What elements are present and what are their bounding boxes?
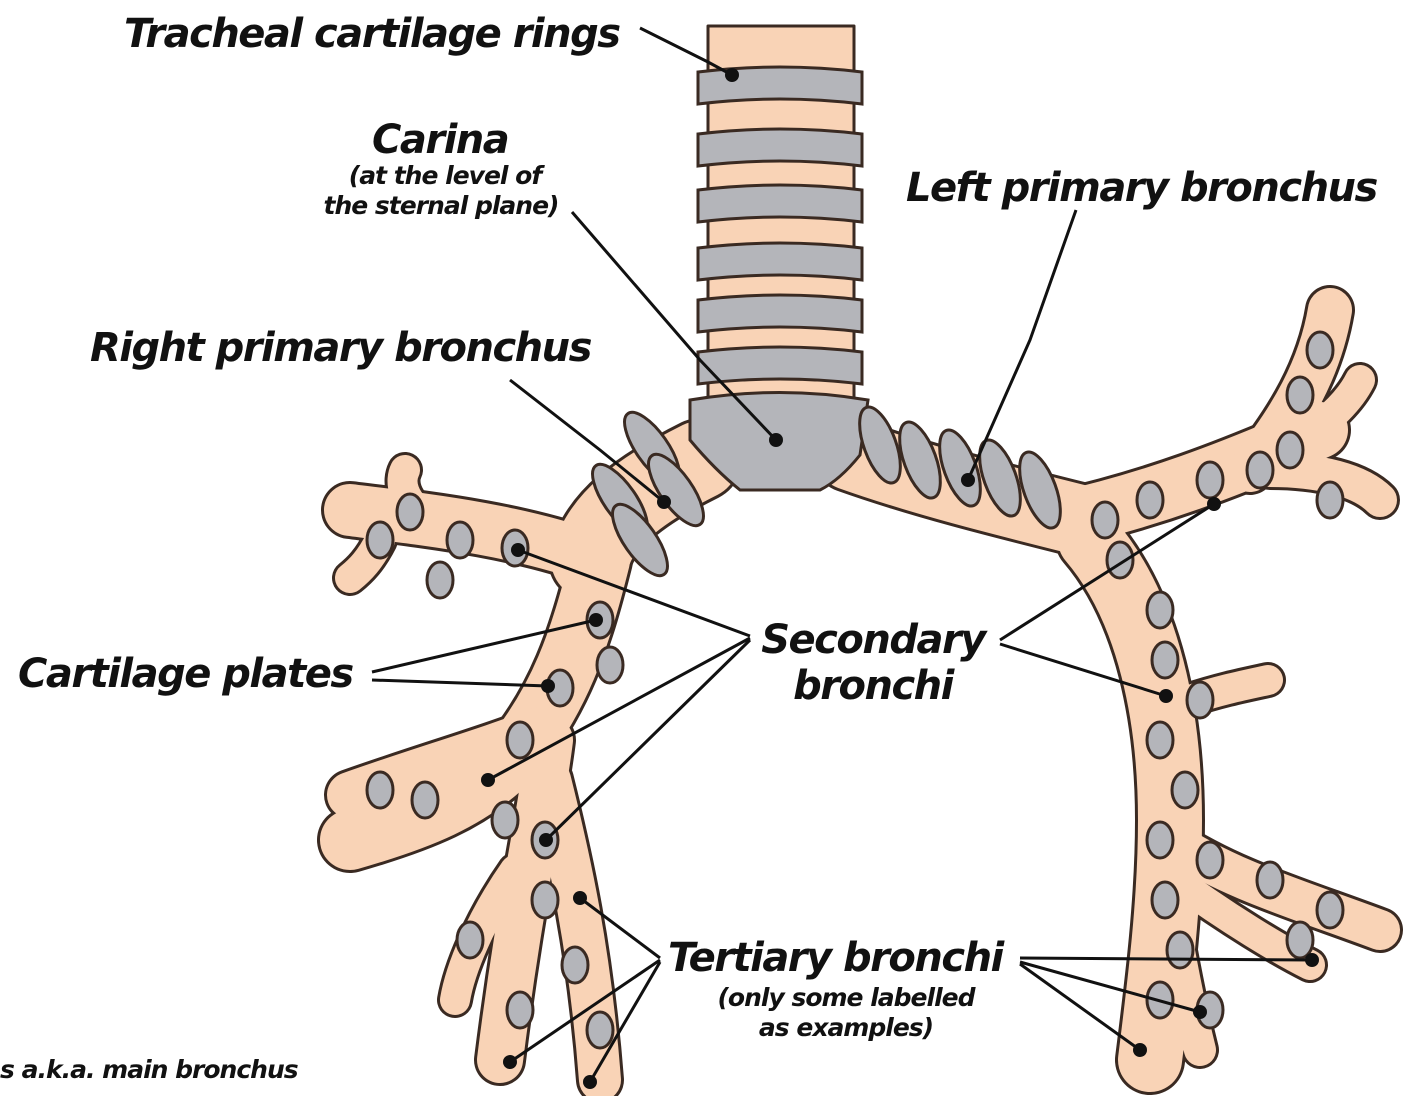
- cartilage-plate-12: [492, 802, 518, 838]
- tertiary-bronchi-label: Tertiary bronchi: [668, 936, 1003, 980]
- tertiary-note-line-1: (only some labelled: [676, 984, 1016, 1012]
- leader-dot-7: [511, 543, 525, 557]
- leader-dot-12: [573, 891, 587, 905]
- cartilage-plate-25: [1277, 432, 1303, 468]
- cartilage-plate-16: [587, 1012, 613, 1048]
- leader-dot-3: [961, 473, 975, 487]
- leader-dot-15: [1305, 953, 1319, 967]
- leader-dot-5: [589, 613, 603, 627]
- cartilage-plate-9: [397, 494, 423, 530]
- cartilage-plates-label: Cartilage plates: [18, 652, 353, 696]
- tracheal-ring-3: [698, 185, 862, 222]
- tertiary-note-line-2: as examples): [676, 1014, 1016, 1042]
- leader-dot-9: [539, 833, 553, 847]
- tracheal-cartilage-rings-label: Tracheal cartilage rings: [124, 12, 620, 56]
- leader-dot-4: [657, 495, 671, 509]
- carina-note-line-2: the sternal plane): [302, 192, 580, 220]
- cartilage-plate-34: [1152, 882, 1178, 918]
- cartilage-plate-29: [1187, 682, 1213, 718]
- cartilage-plate-31: [1172, 772, 1198, 808]
- left-primary-bronchus-label: Left primary bronchus: [906, 166, 1377, 210]
- leader-dot-6: [541, 679, 555, 693]
- cartilage-plate-41: [1107, 542, 1133, 578]
- cartilage-plate-10: [367, 772, 393, 808]
- carina-label: Carina: [372, 118, 508, 162]
- leader-dot-17: [1133, 1043, 1147, 1057]
- cartilage-plate-32: [1147, 822, 1173, 858]
- cartilage-plate-7: [447, 522, 473, 558]
- leader-dot-16: [1193, 1005, 1207, 1019]
- tracheal-ring-4: [698, 243, 862, 280]
- cartilage-plate-24: [1307, 332, 1333, 368]
- cartilage-plate-5: [507, 722, 533, 758]
- cartilage-plate-15: [562, 947, 588, 983]
- cartilage-plate-11: [412, 782, 438, 818]
- leader-dot-1: [725, 68, 739, 82]
- cartilage-plate-18: [457, 922, 483, 958]
- carina-note-line-1: (at the level of: [320, 162, 570, 190]
- cartilage-plate-37: [1257, 862, 1283, 898]
- cartilage-plate-38: [1317, 892, 1343, 928]
- cartilage-plate-17: [507, 992, 533, 1028]
- cartilage-plate-3: [597, 647, 623, 683]
- cartilage-plate-20: [1137, 482, 1163, 518]
- leader-dot-8: [481, 773, 495, 787]
- cartilage-plate-6: [427, 562, 453, 598]
- leader-dot-11: [1159, 689, 1173, 703]
- cartilage-plate-23: [1287, 377, 1313, 413]
- cartilage-plate-8: [367, 522, 393, 558]
- cartilage-plate-35: [1167, 932, 1193, 968]
- leader-dot-14: [583, 1075, 597, 1089]
- leader-line-15: [1020, 958, 1312, 960]
- cartilage-plate-22: [1247, 452, 1273, 488]
- cartilage-plate-19: [1092, 502, 1118, 538]
- leader-line-3: [968, 210, 1076, 480]
- cartilage-plate-21: [1197, 462, 1223, 498]
- right-primary-bronchus-label: Right primary bronchus: [90, 326, 591, 370]
- cartilage-plate-26: [1317, 482, 1343, 518]
- cartilage-plate-14: [532, 882, 558, 918]
- leader-dot-2: [769, 433, 783, 447]
- tracheal-ring-1: [698, 67, 862, 104]
- cartilage-plate-27: [1147, 592, 1173, 628]
- tracheal-ring-6: [698, 347, 862, 384]
- leader-dot-10: [1207, 497, 1221, 511]
- secondary-bronchi-label-line-1: Secondary: [748, 618, 998, 662]
- cartilage-plate-28: [1152, 642, 1178, 678]
- cartilage-plate-39: [1287, 922, 1313, 958]
- cartilage-plate-33: [1197, 842, 1223, 878]
- cartilage-plate-30: [1147, 722, 1173, 758]
- leader-line-6: [372, 680, 548, 686]
- leader-dot-13: [503, 1055, 517, 1069]
- footnote-text: s a.k.a. main bronchus: [0, 1056, 298, 1084]
- tracheal-ring-5: [698, 295, 862, 332]
- tracheal-ring-2: [698, 129, 862, 166]
- secondary-bronchi-label-line-2: bronchi: [748, 664, 998, 708]
